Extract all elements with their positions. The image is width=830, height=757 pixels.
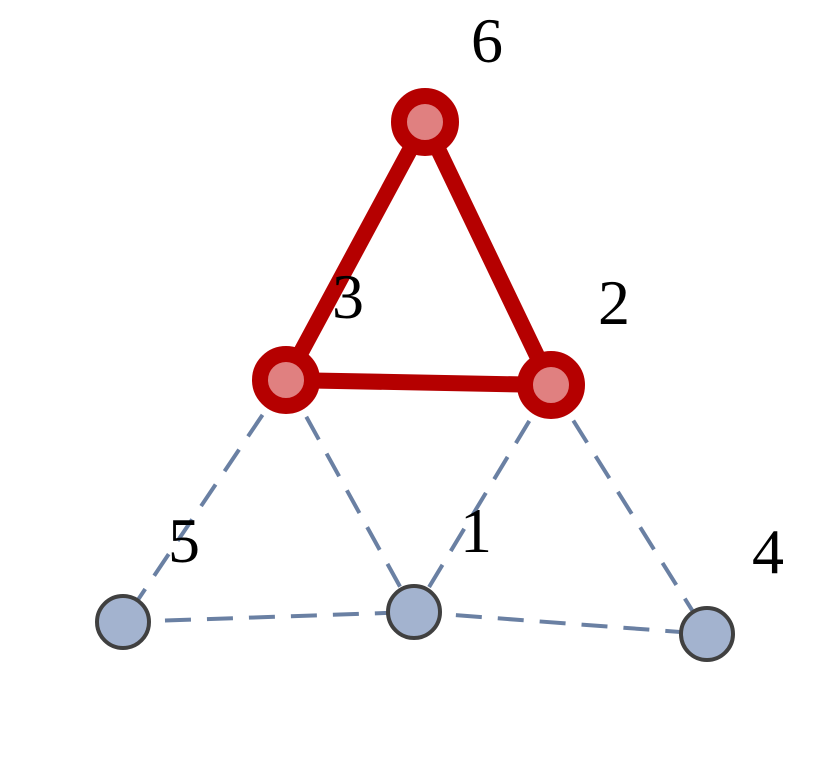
node-label-2: 2 (598, 267, 630, 338)
node-label-1: 1 (460, 495, 492, 566)
edge-1-4 (413, 610, 708, 636)
edge-6-3 (278, 114, 433, 388)
node-6 (391, 88, 459, 156)
node-label-4: 4 (752, 516, 784, 587)
node-label-5: 5 (168, 505, 200, 576)
edges-layer (121, 114, 709, 636)
edge-2-4 (549, 383, 709, 636)
edge-3-1 (284, 379, 416, 613)
nodes-layer (95, 88, 735, 662)
edge-6-2 (417, 114, 559, 393)
node-4 (679, 606, 735, 662)
edge-3-2 (278, 372, 559, 393)
node-3 (252, 346, 320, 414)
edge-2-1 (412, 383, 553, 614)
node-label-6: 6 (471, 5, 503, 76)
edge-5-1 (122, 610, 415, 624)
node-1 (386, 584, 442, 640)
node-5 (95, 594, 151, 650)
node-label-3: 3 (332, 261, 364, 332)
node-2 (517, 351, 585, 419)
labels-layer: 6 3 2 5 1 4 (168, 5, 784, 587)
edge-3-5 (121, 378, 288, 624)
